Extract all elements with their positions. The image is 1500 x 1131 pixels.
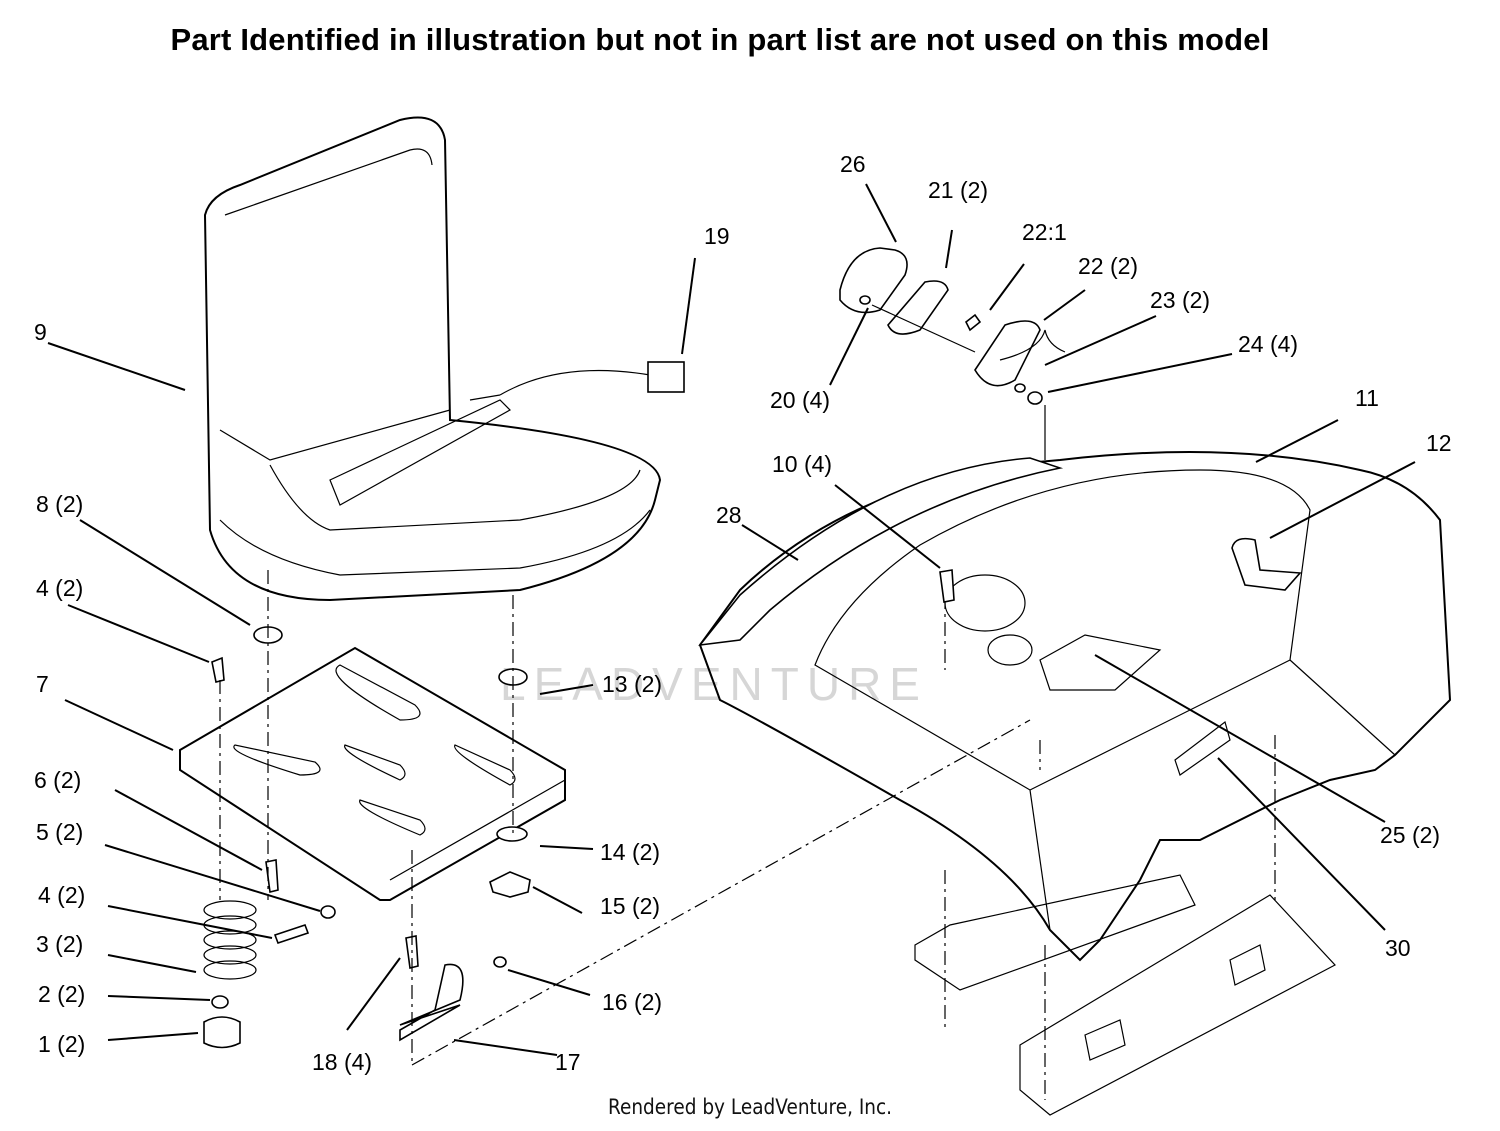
callout-13: 13 (2) <box>602 671 662 697</box>
callout-8: 8 (2) <box>36 491 83 517</box>
bracket-part-17 <box>399 963 464 1042</box>
callout-15: 15 (2) <box>600 893 660 919</box>
callout-1: 1 (2) <box>38 1031 85 1057</box>
light-assembly <box>839 247 1066 460</box>
callout-23: 23 (2) <box>1150 287 1210 313</box>
bolt-part-4a <box>211 656 225 683</box>
screw-part-20 <box>859 295 871 305</box>
bolt-part-6 <box>265 859 279 893</box>
callout-25: 25 (2) <box>1380 822 1440 848</box>
callout-4a: 4 (2) <box>36 575 83 601</box>
callout-11: 11 <box>1355 385 1379 411</box>
callout-30: 30 <box>1385 935 1411 961</box>
seat-part-9 <box>203 116 662 602</box>
callout-9: 9 <box>34 319 47 345</box>
callout-12: 12 <box>1426 430 1452 456</box>
callout-26: 26 <box>840 151 866 177</box>
leader-lines <box>47 183 1416 1056</box>
nut-part-24 <box>1027 391 1043 405</box>
callout-7: 7 <box>36 671 49 697</box>
callout-28: 28 <box>716 502 742 528</box>
strip-part-28 <box>698 457 1064 647</box>
callout-14: 14 (2) <box>600 839 660 865</box>
callout-2: 2 (2) <box>38 981 85 1007</box>
callout-21: 21 (2) <box>928 177 988 203</box>
frame-assembly <box>914 874 1336 1116</box>
footer-credit: Rendered by LeadVenture, Inc. <box>607 1095 893 1119</box>
bracket-part-12 <box>1231 537 1302 591</box>
callout-5: 5 (2) <box>36 819 83 845</box>
washer-part-14 <box>496 826 528 842</box>
callout-22-1: 22:1 <box>1022 219 1067 245</box>
spacer-part-1 <box>203 1016 241 1049</box>
callout-6: 6 (2) <box>34 767 81 793</box>
callout-17: 17 <box>555 1049 581 1075</box>
callout-18: 18 (4) <box>312 1049 372 1075</box>
housing-part-22 <box>974 320 1041 387</box>
connector-part-19 <box>647 361 685 393</box>
wire-part-23 <box>999 329 1066 361</box>
callout-16: 16 (2) <box>602 989 662 1015</box>
watermark: LEADVENTURE <box>500 658 928 710</box>
callout-4b: 4 (2) <box>38 882 85 908</box>
bezel-part-26 <box>839 247 908 314</box>
callout-20: 20 (4) <box>770 387 830 413</box>
callout-3: 3 (2) <box>36 931 83 957</box>
nut-part-16 <box>493 956 507 968</box>
bolt-part-10 <box>939 569 955 603</box>
diagram-title: Part Identified in illustration but not … <box>170 22 1270 57</box>
lens-part-21 <box>887 280 949 335</box>
callout-22: 22 (2) <box>1078 253 1138 279</box>
callout-19: 19 <box>704 223 730 249</box>
callout-10: 10 (4) <box>772 451 832 477</box>
nut-part-2 <box>211 995 229 1009</box>
callout-24: 24 (4) <box>1238 331 1298 357</box>
seat-plate-part-7 <box>179 646 566 901</box>
spring-part-3 <box>203 900 257 980</box>
bolt-part-4b <box>273 923 310 945</box>
washer-part-5 <box>320 905 336 919</box>
knob-part-15 <box>489 871 531 898</box>
bulb-part-22-1 <box>964 313 982 332</box>
